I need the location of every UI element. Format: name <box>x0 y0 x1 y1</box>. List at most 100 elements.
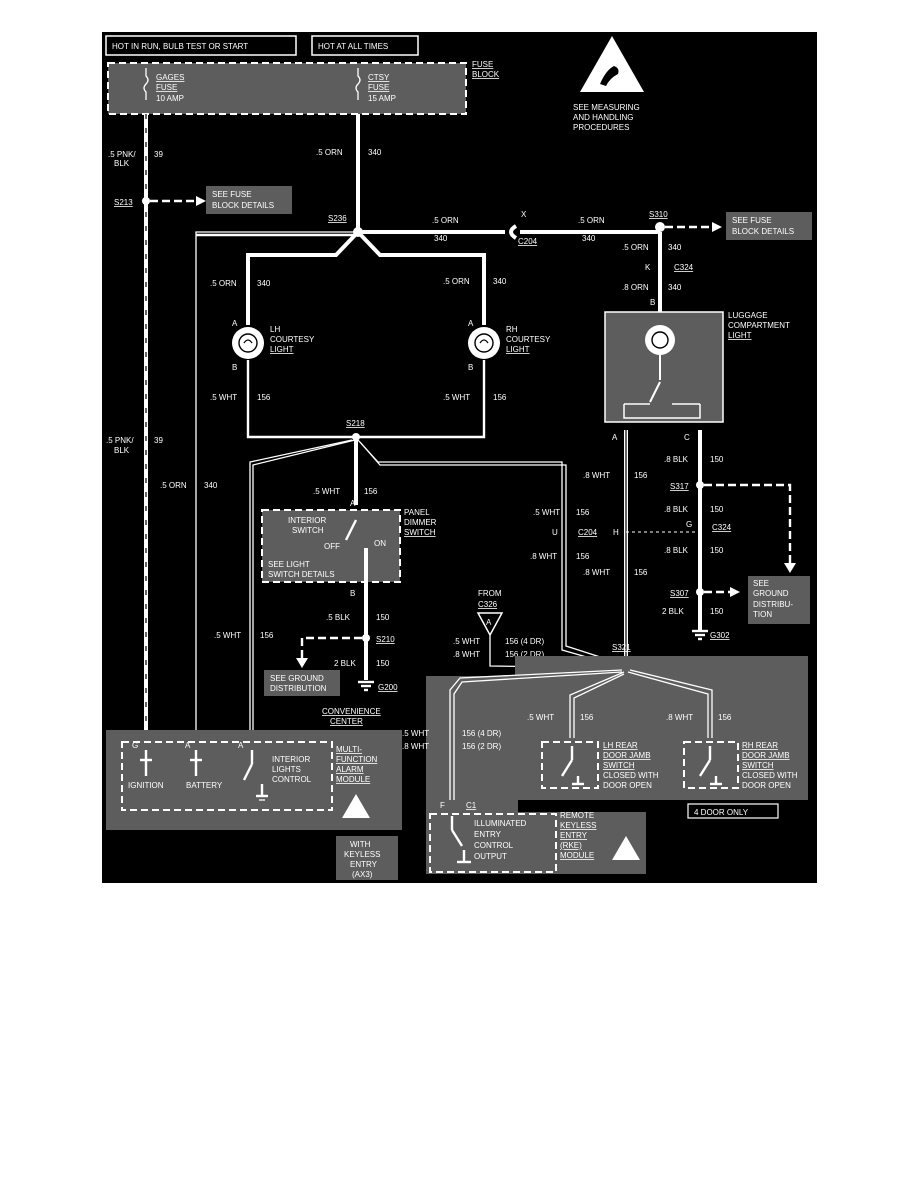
luggage-1: LUGGAGE <box>728 311 768 320</box>
mfa-2: FUNCTION <box>336 755 378 764</box>
ctsy-fuse-name: CTSY <box>368 73 390 82</box>
illum-3: CONTROL <box>474 841 514 850</box>
rh-courtesy-2: COURTESY <box>506 335 551 344</box>
lug-pin-b: B <box>650 298 655 307</box>
switch-off: OFF <box>324 542 340 551</box>
wire-39-number-mid: 39 <box>154 436 163 445</box>
pin-a-conv-1: A <box>185 741 191 750</box>
esd-note-3: PROCEDURES <box>573 123 629 132</box>
orn-rh-color: .5 ORN <box>443 277 470 286</box>
lh-courtesy-light: A B LH COURTESY LIGHT <box>232 319 315 372</box>
see-fuse-a-1: SEE FUSE <box>212 190 252 199</box>
illum-4: OUTPUT <box>474 852 507 861</box>
lh-rear-door-jamb-switch: LH REAR DOOR JAMB SWITCH CLOSED WITH DOO… <box>541 741 659 790</box>
wire-39-color-top-2: BLK <box>114 159 130 168</box>
c1-label: C1 <box>466 801 477 810</box>
wht-c204-number: 156 <box>576 508 590 517</box>
lh-courtesy-1: LH <box>270 325 280 334</box>
pin-a-conv-2: A <box>238 741 244 750</box>
rh-rear-1: RH REAR <box>742 741 778 750</box>
lh-courtesy-2: COURTESY <box>270 335 315 344</box>
pin-g: G <box>686 520 692 529</box>
rke-1: REMOTE <box>560 811 594 820</box>
wht-rke-b-color: .8 WHT <box>402 742 429 751</box>
blk2-number: 150 <box>376 659 390 668</box>
see-ground-a-2: DISTRIBUTION <box>270 684 327 693</box>
fuse-block-label-1: FUSE <box>472 60 493 69</box>
orn-340-color: .5 ORN <box>316 148 343 157</box>
rh-rear-4: CLOSED WITH <box>742 771 798 780</box>
wht-c204b-color: .8 WHT <box>530 552 557 561</box>
mfa-3: ALARM <box>336 765 364 774</box>
rh-rear-3: SWITCH <box>742 761 774 770</box>
splice-s317 <box>696 481 704 489</box>
convenience-1: CONVENIENCE <box>322 707 381 716</box>
see-light-2: SWITCH DETAILS <box>268 570 335 579</box>
lh-rear-4: CLOSED WITH <box>603 771 659 780</box>
dimmer-pin-a: A <box>350 499 356 508</box>
four-door-only-label: 4 DOOR ONLY <box>694 808 749 817</box>
wht-lh-color: .5 WHT <box>210 393 237 402</box>
orn-lug-a-number: 340 <box>668 243 682 252</box>
pin-h: H <box>613 528 619 537</box>
arrow-right-icon <box>196 196 206 206</box>
rke-5: MODULE <box>560 851 594 860</box>
s310-label: S310 <box>649 210 668 219</box>
s236-label: S236 <box>328 214 347 223</box>
wht-dim-color: .5 WHT <box>313 487 340 496</box>
off-page-triangle-icon <box>476 612 504 637</box>
illum-1: ILLUMINATED <box>474 819 527 828</box>
gages-fuse: GAGES FUSE 10 AMP <box>143 68 184 103</box>
blk2-color: 2 BLK <box>334 659 356 668</box>
wht-4dr-number: 156 (4 DR) <box>505 637 544 646</box>
orn-right-a-number: 340 <box>434 234 448 243</box>
gages-fuse-name: GAGES <box>156 73 184 82</box>
wire-39-color-mid-1: .5 PNK/ <box>106 436 134 445</box>
wht-2dr-color: .8 WHT <box>453 650 480 659</box>
battery-label: BATTERY <box>186 781 223 790</box>
rh-rear-2: DOOR JAMB <box>742 751 790 760</box>
arrow-right-icon <box>712 222 722 232</box>
convenience-2: CENTER <box>330 717 363 726</box>
orn-lh-number: 340 <box>257 279 271 288</box>
ignition-label: IGNITION <box>128 781 164 790</box>
blk-lug-c-color: .8 BLK <box>664 546 689 555</box>
esd-warning-icon <box>580 36 644 92</box>
from-1: FROM <box>478 589 502 598</box>
panel-dimmer-switch: A B PANEL DIMMER SWITCH INTERIOR SWITCH … <box>261 499 437 598</box>
wht-lug-color: .8 WHT <box>583 471 610 480</box>
orn-rh-number: 340 <box>493 277 507 286</box>
rke-3: ENTRY <box>560 831 588 840</box>
luggage-compartment-light: LUGGAGE COMPARTMENT LIGHT <box>604 311 790 423</box>
wht-rhr-color: .8 WHT <box>666 713 693 722</box>
orn-right-b-color: .5 ORN <box>578 216 605 225</box>
pin-f: F <box>440 801 445 810</box>
ground-g200-icon <box>358 680 374 692</box>
wht-rke-a-number: 156 (4 DR) <box>462 729 501 738</box>
c324-top-label: C324 <box>674 263 694 272</box>
wht-lug-b-number: 156 <box>634 568 648 577</box>
panel-dimmer-1: PANEL <box>404 508 430 517</box>
c204-top-label: C204 <box>518 237 538 246</box>
lh-pin-b: B <box>232 363 237 372</box>
luggage-2: COMPARTMENT <box>728 321 790 330</box>
wire-39-color-top-1: .5 PNK/ <box>108 150 136 159</box>
dimmer-pin-b: B <box>350 589 355 598</box>
rh-pin-a: A <box>468 319 474 328</box>
see-ground-b-1: SEE <box>753 579 769 588</box>
orn-lh-color: .5 ORN <box>210 279 237 288</box>
lh-courtesy-3: LIGHT <box>270 345 294 354</box>
rh-courtesy-light: A B RH COURTESY LIGHT <box>468 319 551 372</box>
see-ground-b-2: GROUND <box>753 589 789 598</box>
wht-lhr-number: 156 <box>580 713 594 722</box>
wht-c204b-number: 156 <box>576 552 590 561</box>
see-ground-a-1: SEE GROUND <box>270 674 324 683</box>
switch-on: ON <box>374 539 386 548</box>
illum-2: ENTRY <box>474 830 502 839</box>
ground-arrow-icon <box>784 563 796 573</box>
blk-lug-d-number: 150 <box>710 607 724 616</box>
esd-small-icon <box>342 794 370 818</box>
splice-s210 <box>362 634 370 642</box>
wht-rke-b-number: 156 (2 DR) <box>462 742 501 751</box>
interior-switch-2: SWITCH <box>292 526 324 535</box>
